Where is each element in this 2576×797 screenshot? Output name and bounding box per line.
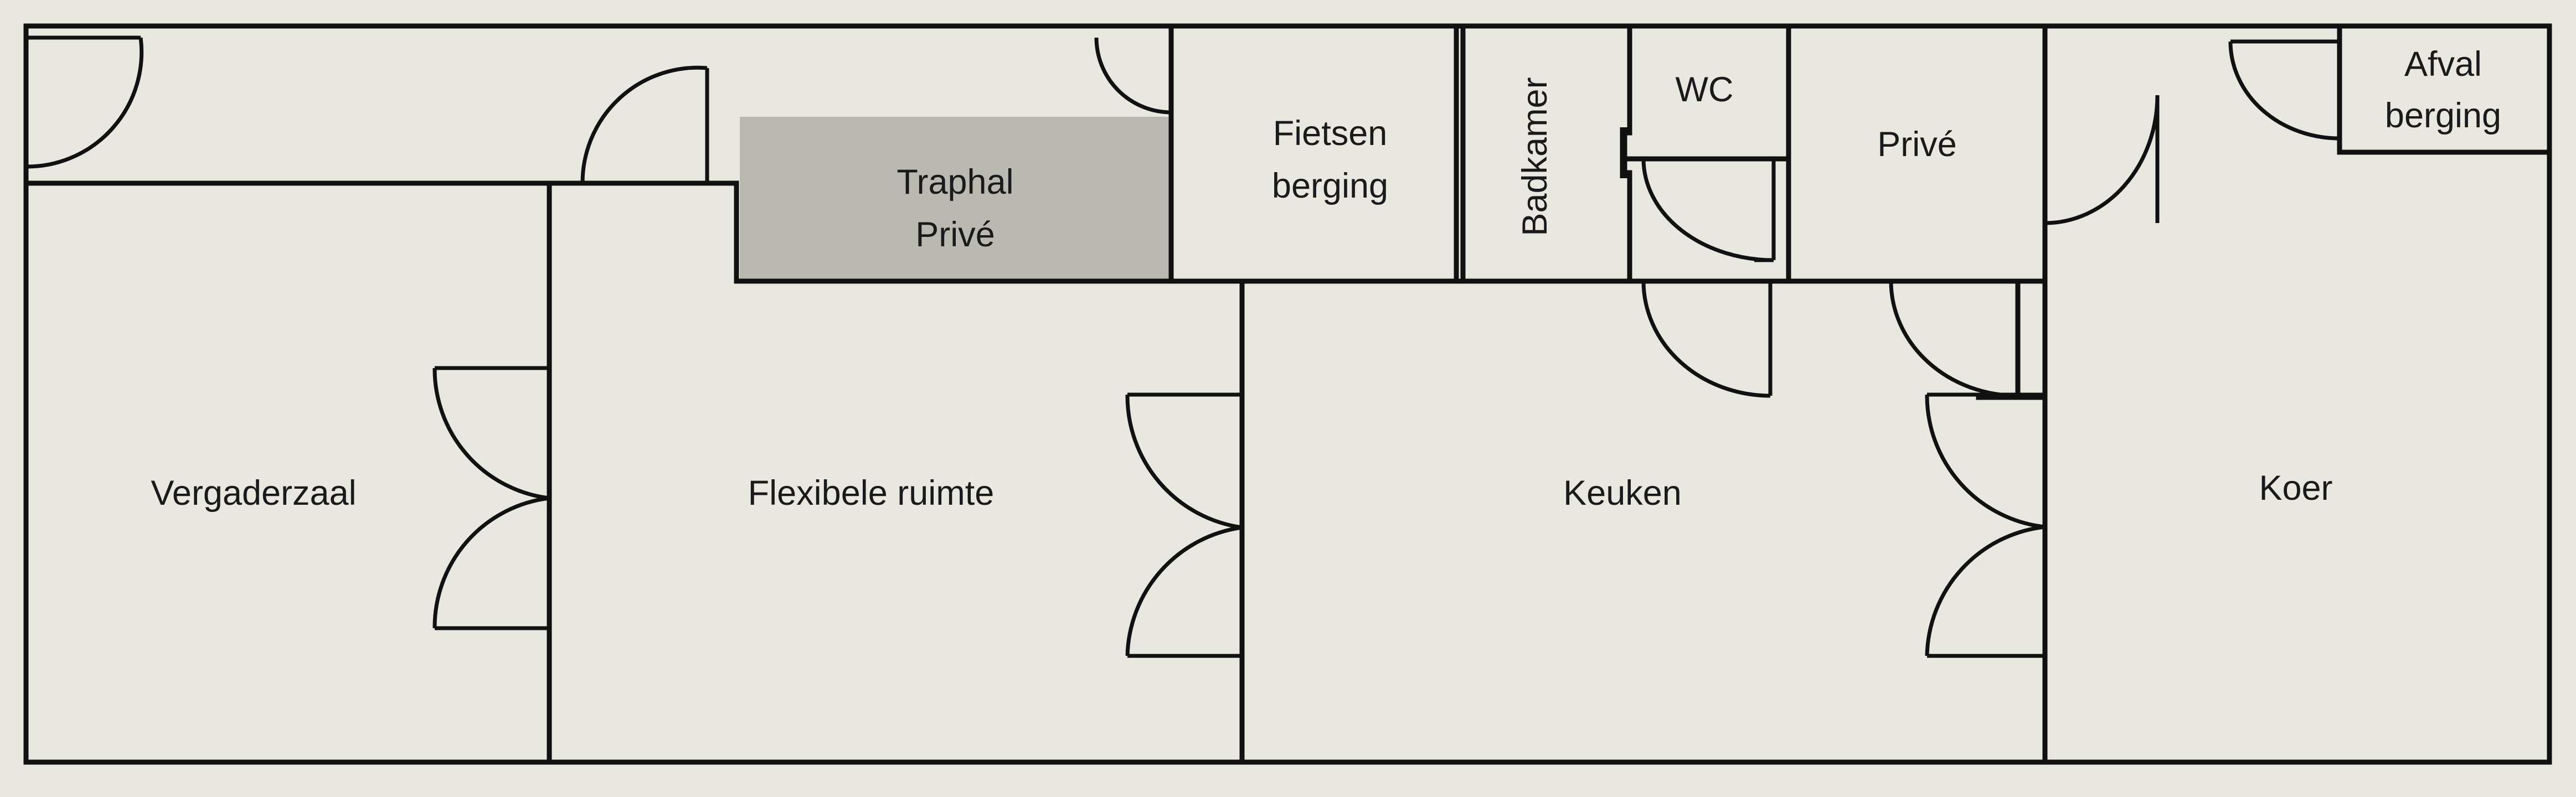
room-labels: Vergaderzaal Flexibele ruimte Keuken Koe…: [151, 45, 2501, 513]
doors: [25, 35, 2340, 658]
label-traphal-line1: Traphal: [897, 163, 1013, 201]
door-keuken-left[interactable]: [1125, 392, 1243, 530]
label-koer: Koer: [2259, 469, 2332, 508]
door-prive-koer[interactable]: [2044, 95, 2160, 225]
door-koer-bottom[interactable]: [1925, 525, 2046, 658]
label-afval-line2: berging: [2385, 96, 2501, 135]
door-corridor-end[interactable]: [1094, 37, 1172, 115]
label-wc: WC: [1676, 70, 1734, 109]
traphal-prive-area: [740, 117, 1171, 281]
corridor-wall: [23, 180, 2048, 284]
label-badkamer: Badkamer: [1516, 77, 1554, 236]
wall-afval-berging: [2337, 23, 2552, 155]
door-koer-top[interactable]: [1925, 392, 2046, 529]
outer-wall: [23, 23, 2552, 765]
label-fietsen-line1: Fietsen: [1273, 114, 1388, 153]
door-wc[interactable]: [1641, 158, 1776, 262]
walls: [23, 23, 2552, 765]
label-vergaderzaal: Vergaderzaal: [151, 474, 356, 513]
door-keuken-right[interactable]: [1125, 525, 1243, 658]
door-afval-berging[interactable]: [2228, 39, 2340, 141]
label-keuken: Keuken: [1563, 474, 1682, 513]
door-entrance[interactable]: [25, 35, 144, 169]
label-traphal-line2: Privé: [915, 215, 995, 254]
label-afval-line1: Afval: [2404, 45, 2482, 84]
door-vergaderzaal-left[interactable]: [432, 366, 550, 500]
label-fietsen-line2: berging: [1272, 167, 1388, 205]
label-prive: Privé: [1877, 125, 1957, 164]
label-flexibele-ruimte: Flexibele ruimte: [748, 474, 995, 513]
door-flexibele-corridor[interactable]: [580, 65, 709, 184]
door-badkamer[interactable]: [1641, 281, 1773, 398]
door-vergaderzaal-right[interactable]: [432, 496, 550, 630]
